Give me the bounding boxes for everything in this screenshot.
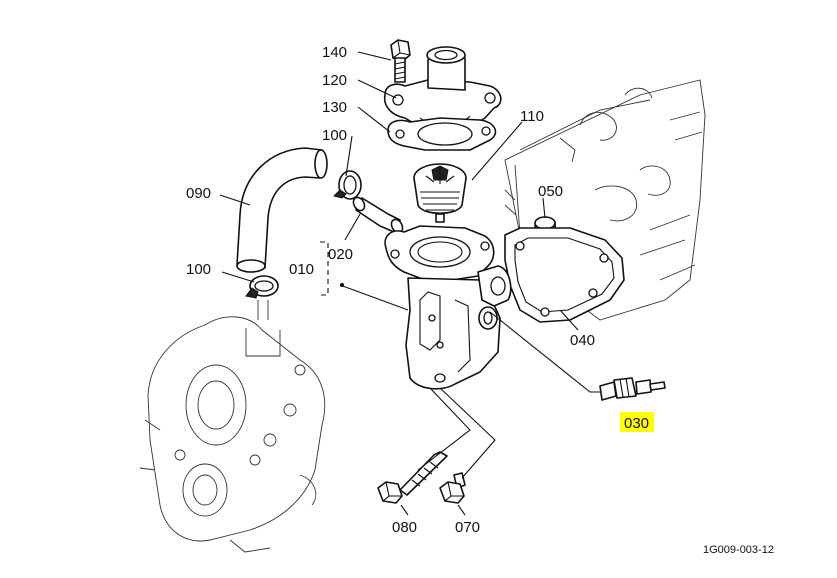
callout-100-lower: 100 xyxy=(186,261,211,278)
part-130-gasket[interactable] xyxy=(387,117,497,151)
callout-140: 140 xyxy=(322,44,347,61)
reference-code: 1G009-003-12 xyxy=(703,544,774,556)
leader-dot xyxy=(340,283,344,287)
callout-010: 010 xyxy=(289,261,314,278)
callout-090: 090 xyxy=(186,185,211,202)
water-pump-outline xyxy=(139,300,326,553)
callout-030: 030 xyxy=(624,415,649,432)
callout-030-highlight xyxy=(620,412,654,432)
leader-lines xyxy=(219,51,600,516)
part-090-hose[interactable] xyxy=(236,147,328,273)
part-100-clamp-upper[interactable] xyxy=(333,170,362,200)
callout-labels: 140 120 130 100 110 090 050 020 010 100 … xyxy=(186,44,774,556)
part-140-bolt[interactable] xyxy=(390,39,411,83)
callout-050: 050 xyxy=(538,183,563,200)
part-040-gasket[interactable] xyxy=(504,227,625,323)
part-120-thermostat-cover[interactable] xyxy=(383,46,502,131)
callout-120: 120 xyxy=(322,72,347,89)
callout-020: 020 xyxy=(328,246,353,263)
part-070-bolt[interactable] xyxy=(439,472,466,504)
part-080-bolt[interactable] xyxy=(377,451,448,504)
callout-040: 040 xyxy=(570,332,595,349)
callout-100-upper: 100 xyxy=(322,127,347,144)
part-110-thermostat[interactable] xyxy=(413,163,467,223)
callout-070: 070 xyxy=(455,519,480,536)
part-030-sensor[interactable] xyxy=(599,377,666,401)
part-010-housing[interactable] xyxy=(384,225,512,390)
callout-130: 130 xyxy=(322,99,347,116)
part-100-clamp-lower[interactable] xyxy=(245,275,279,299)
callout-080: 080 xyxy=(392,519,417,536)
callout-110: 110 xyxy=(520,108,544,125)
